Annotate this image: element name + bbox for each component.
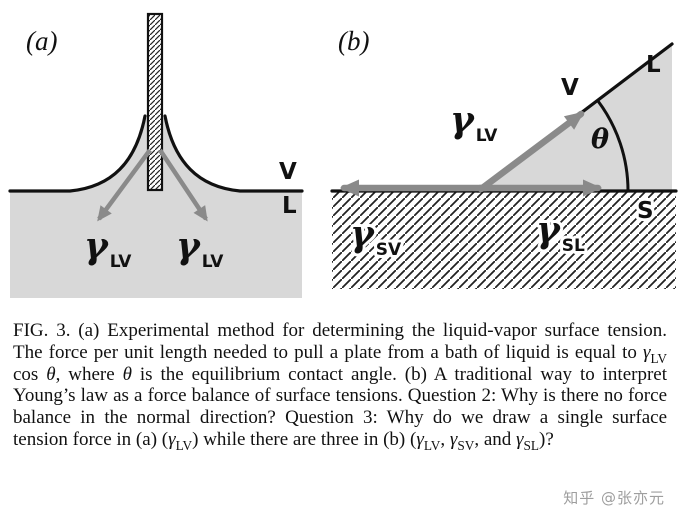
figure-caption: FIG. 3. (a) Experimental method for dete… [13, 320, 668, 453]
liquid-surface-line-left [8, 114, 147, 193]
vapor-label-b: V [561, 75, 579, 101]
contact-angle-arc [596, 100, 630, 192]
watermark: 知乎 @张亦元 [563, 489, 665, 507]
solid-label-b: S [637, 198, 654, 224]
force-arrow-left [97, 148, 152, 222]
solid-hatching [332, 191, 676, 289]
liquid-label-a: L [282, 193, 297, 219]
vapor-label-a: V [279, 159, 297, 185]
plate [146, 12, 164, 192]
force-arrow-lv [477, 110, 585, 193]
liquid-label-b: L [646, 52, 661, 78]
force-arrow-right [158, 148, 208, 222]
panel-b-label: (b) [338, 26, 369, 56]
liquid-surface-line-right [163, 114, 304, 193]
panel-a-label: (a) [26, 26, 57, 56]
liquid-bath [10, 118, 302, 298]
contact-angle-label: θ [591, 124, 609, 155]
